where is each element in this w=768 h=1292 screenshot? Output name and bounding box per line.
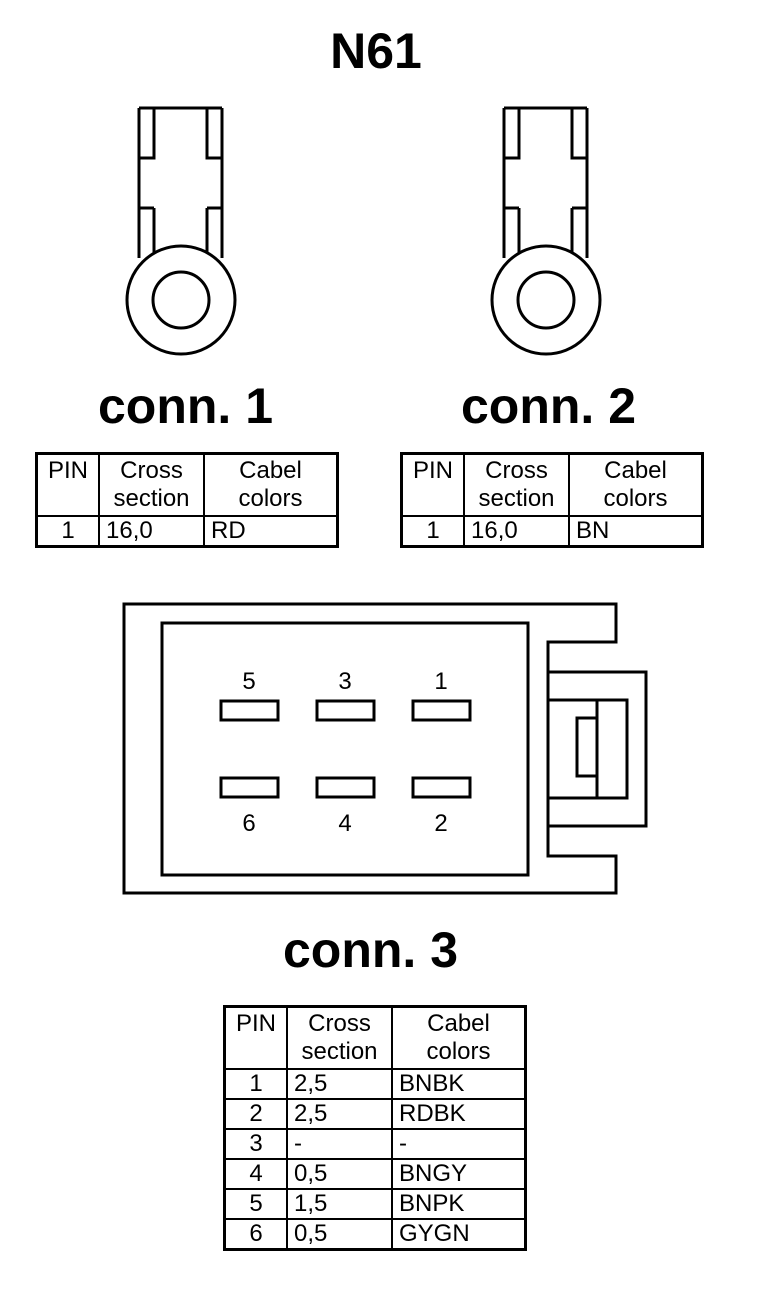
table-row: 4 0,5 BNGY: [223, 1158, 527, 1190]
cell-cabel-color: RDBK: [391, 1098, 527, 1130]
connector-housing-conn3: [122, 602, 648, 895]
cell-pin: 6: [223, 1218, 288, 1251]
table-row: 2 2,5 RDBK: [223, 1098, 527, 1130]
header-cabel-line2: colors: [238, 485, 303, 512]
cell-pin: 2: [223, 1098, 288, 1130]
header-pin: PIN: [223, 1005, 288, 1070]
cell-cabel-color: BNGY: [391, 1158, 527, 1190]
conn2-pin-table: PIN Cross section Cabel colors 1 16,0 BN: [400, 452, 704, 548]
table-header-row: PIN Cross section Cabel colors: [400, 452, 704, 517]
header-cabel-line1: Cabel: [604, 457, 667, 484]
table-row: 6 0,5 GYGN: [223, 1218, 527, 1251]
header-pin: PIN: [35, 452, 100, 517]
header-cross-section: Cross section: [463, 452, 570, 517]
table-row: 5 1,5 BNPK: [223, 1188, 527, 1220]
conn3-pin-table: PIN Cross section Cabel colors 1 2,5 BNB…: [223, 1005, 527, 1251]
header-pin: PIN: [400, 452, 465, 517]
table-row: 1 16,0 BN: [400, 515, 704, 548]
header-cabel-colors: Cabel colors: [568, 452, 704, 517]
header-cabel-line1: Cabel: [239, 457, 302, 484]
cell-pin: 4: [223, 1158, 288, 1190]
cell-pin: 1: [35, 515, 100, 548]
cell-cabel-color: RD: [203, 515, 339, 548]
cell-cabel-color: BNPK: [391, 1188, 527, 1220]
header-cabel-line1: Cabel: [427, 1010, 490, 1037]
pin-label-6: 6: [242, 810, 256, 837]
cell-cabel-color: BN: [568, 515, 704, 548]
header-cabel-line2: colors: [426, 1038, 491, 1065]
cell-pin: 1: [400, 515, 465, 548]
cell-cross-section: 2,5: [286, 1068, 393, 1100]
ring-terminal-conn1: [125, 106, 237, 356]
cell-cross-section: 16,0: [463, 515, 570, 548]
header-cross-section: Cross section: [98, 452, 205, 517]
cell-cabel-color: -: [391, 1128, 527, 1160]
table-row: 1 2,5 BNBK: [223, 1068, 527, 1100]
conn1-label: conn. 1: [98, 378, 274, 434]
header-cross-section: Cross section: [286, 1005, 393, 1070]
pin-label-5: 5: [242, 668, 256, 695]
cell-cross-section: -: [286, 1128, 393, 1160]
header-cabel-colors: Cabel colors: [203, 452, 339, 517]
table-header-row: PIN Cross section Cabel colors: [223, 1005, 527, 1070]
table-row: 3 - -: [223, 1128, 527, 1160]
cell-pin: 1: [223, 1068, 288, 1100]
header-cabel-colors: Cabel colors: [391, 1005, 527, 1070]
cell-cabel-color: GYGN: [391, 1218, 527, 1251]
header-cross-line1: Cross: [120, 457, 183, 484]
page-title: N61: [330, 23, 422, 79]
header-cabel-line2: colors: [603, 485, 668, 512]
header-cross-line2: section: [478, 485, 555, 512]
pin-label-1: 1: [434, 668, 448, 695]
table-row: 1 16,0 RD: [35, 515, 339, 548]
header-cross-line2: section: [113, 485, 190, 512]
cell-cross-section: 0,5: [286, 1218, 393, 1251]
conn2-label: conn. 2: [461, 378, 637, 434]
header-cross-line1: Cross: [485, 457, 548, 484]
pin-label-3: 3: [338, 668, 352, 695]
cell-cross-section: 0,5: [286, 1158, 393, 1190]
conn3-label: conn. 3: [283, 922, 459, 978]
cell-cabel-color: BNBK: [391, 1068, 527, 1100]
cell-cross-section: 1,5: [286, 1188, 393, 1220]
header-cross-line2: section: [301, 1038, 378, 1065]
table-header-row: PIN Cross section Cabel colors: [35, 452, 339, 517]
cell-cross-section: 2,5: [286, 1098, 393, 1130]
pin-label-4: 4: [338, 810, 352, 837]
cell-cross-section: 16,0: [98, 515, 205, 548]
conn1-pin-table: PIN Cross section Cabel colors 1 16,0 RD: [35, 452, 339, 548]
header-cross-line1: Cross: [308, 1010, 371, 1037]
ring-terminal-conn2: [490, 106, 602, 356]
cell-pin: 5: [223, 1188, 288, 1220]
pin-label-2: 2: [434, 810, 448, 837]
cell-pin: 3: [223, 1128, 288, 1160]
